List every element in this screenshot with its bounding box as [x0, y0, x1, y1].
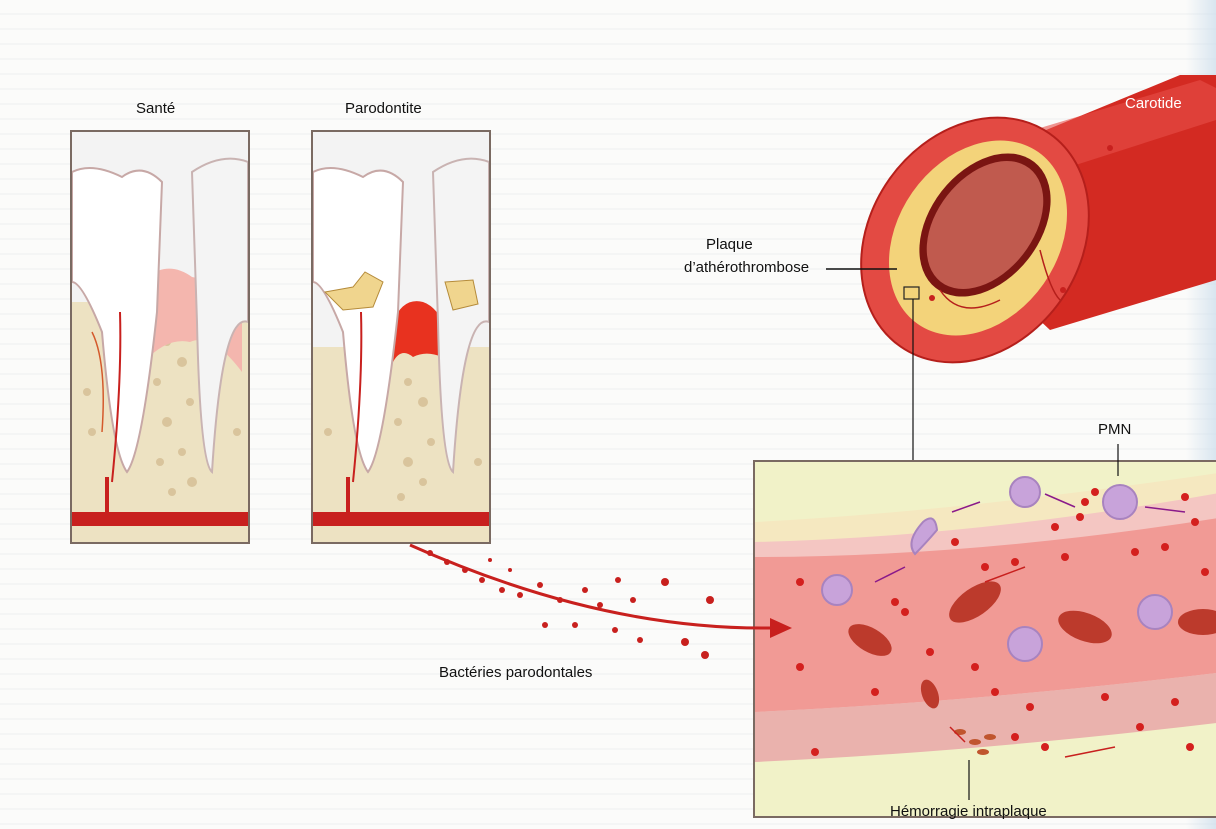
- hemorrhage-label: Hémorragie intraplaque: [890, 803, 1047, 821]
